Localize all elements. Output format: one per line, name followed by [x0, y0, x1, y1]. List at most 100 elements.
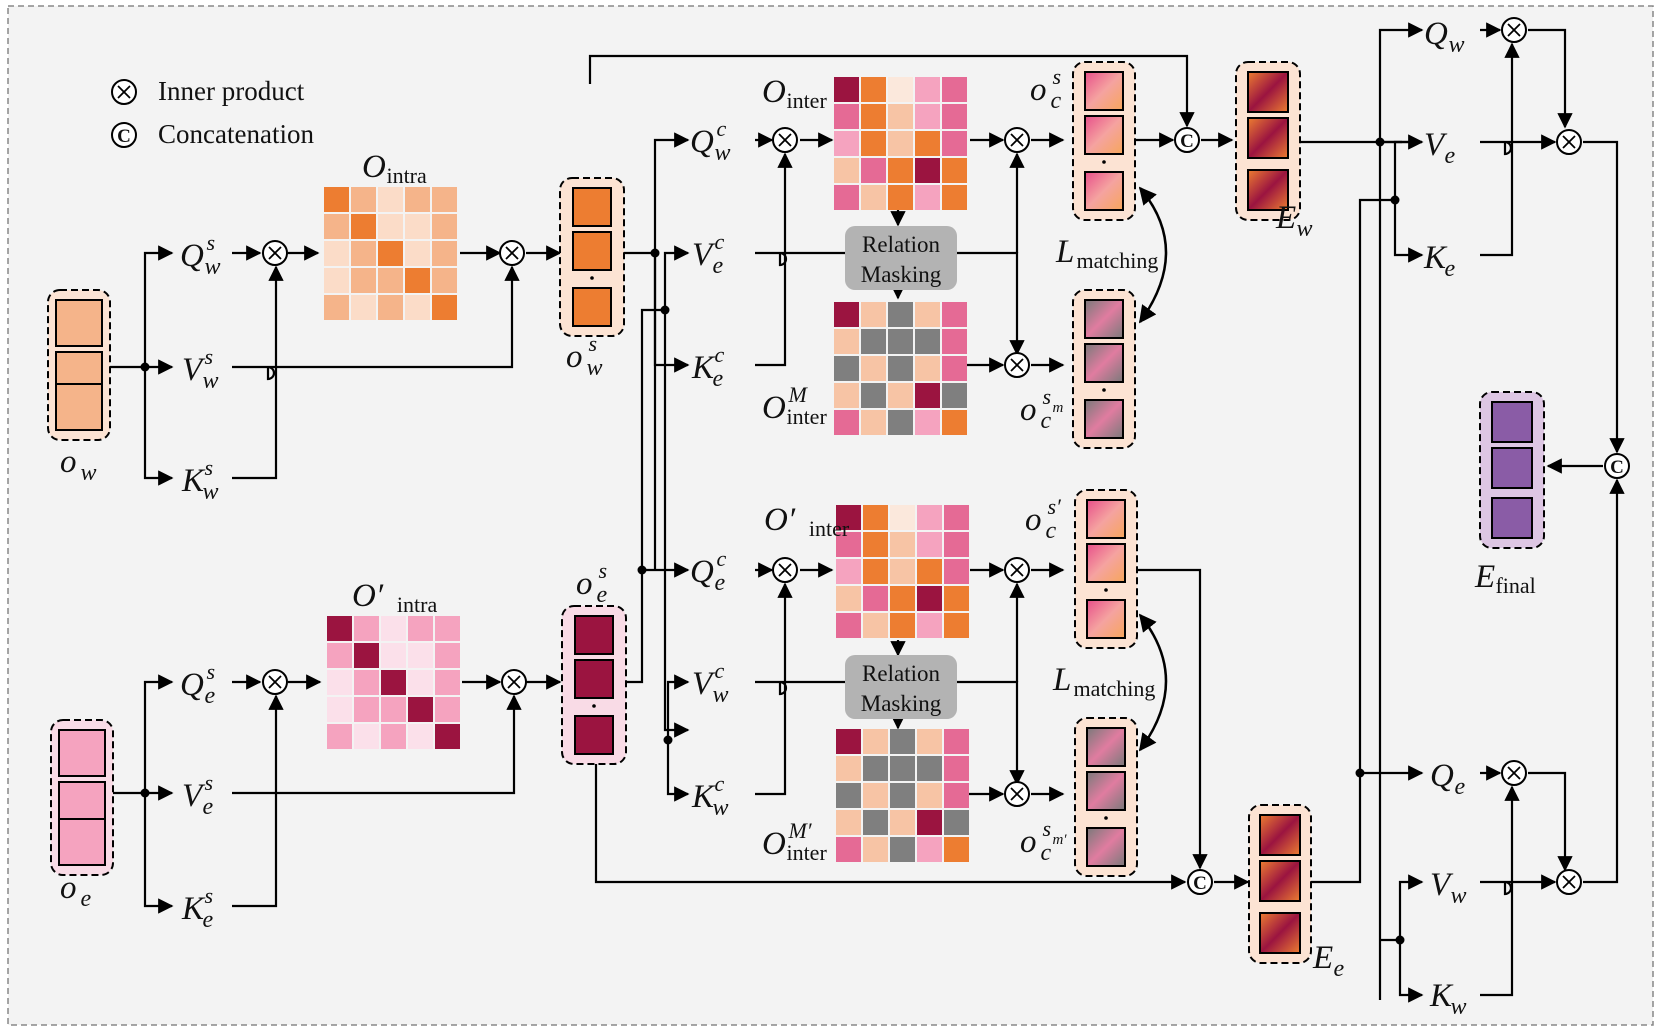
- label-subscript: e: [714, 570, 725, 596]
- inner-product-op-icon: [499, 240, 525, 266]
- op-circle: [1187, 869, 1213, 895]
- matrix-cell: [834, 410, 859, 435]
- connector-line: [594, 760, 1187, 890]
- matrix-cell: [915, 410, 940, 435]
- o-inter-matrix: [834, 77, 967, 210]
- label-main: o: [566, 339, 583, 375]
- op-circle: [1604, 453, 1630, 479]
- matrix-cell: [863, 613, 888, 638]
- cross-line: [1507, 766, 1521, 780]
- matrix-cell: [942, 185, 967, 210]
- matrix-cell: [351, 241, 376, 266]
- connector-line: [232, 265, 520, 381]
- connector-line: [663, 245, 690, 310]
- vector-cell: [1086, 771, 1126, 811]
- matrix-cell: [836, 729, 861, 754]
- matrix-cell: [836, 837, 861, 862]
- matrix-cell: [432, 241, 457, 266]
- label-subscript: w: [586, 355, 602, 381]
- cross-line: [507, 675, 521, 689]
- matrix-cell: [408, 697, 433, 722]
- connector-line: [1480, 874, 1557, 896]
- label-superscript: c: [716, 546, 726, 571]
- matrix-cell: [944, 559, 969, 584]
- label-subscript: w: [204, 254, 220, 280]
- matrix-cell: [405, 187, 430, 212]
- connector-line: [1310, 773, 1362, 884]
- matrix-cell: [917, 559, 942, 584]
- connector-line: [653, 132, 690, 253]
- cross-line: [1562, 135, 1576, 149]
- label-subscript: e: [712, 253, 723, 279]
- ellipsis-dot: [1102, 388, 1106, 392]
- matrix-cell: [351, 268, 376, 293]
- matrix-cell: [944, 837, 969, 862]
- label-k-e-s: Kes: [181, 883, 213, 933]
- label-superscript: s: [204, 344, 213, 369]
- matrix-cell: [381, 616, 406, 641]
- matrix-cell: [836, 783, 861, 808]
- matrix-cell: [861, 104, 886, 129]
- label-main: K: [691, 779, 716, 815]
- matrix-cell: [351, 187, 376, 212]
- relation-masking-line2: Masking: [861, 691, 942, 716]
- matrix-cell: [378, 214, 403, 239]
- matrix-cell: [408, 616, 433, 641]
- matching-arrow: [1138, 186, 1168, 324]
- cross-line: [778, 563, 792, 577]
- concat-symbol: C: [1180, 131, 1194, 152]
- relation-masking-line1: Relation: [862, 232, 940, 257]
- cross-line: [1507, 23, 1521, 37]
- cross-line: [1010, 133, 1024, 147]
- cross-line: [268, 246, 282, 260]
- label-main: V: [182, 778, 206, 814]
- inner-product-op-icon: [1004, 127, 1030, 153]
- matrix-cell: [888, 410, 913, 435]
- vector-cell: [1491, 447, 1533, 489]
- matrix-cell: [834, 329, 859, 354]
- connector-line: [232, 694, 284, 908]
- ellipsis-dot: [1102, 160, 1106, 164]
- matrix-cell: [834, 158, 859, 183]
- matrix-cell: [944, 783, 969, 808]
- connector-line: [143, 674, 174, 793]
- vector-cell: [1247, 71, 1289, 113]
- matrix-cell: [378, 187, 403, 212]
- matrix-cell: [863, 837, 888, 862]
- label-main: E: [1312, 940, 1333, 976]
- label-main: O: [762, 74, 786, 110]
- connector-line: [640, 308, 665, 570]
- legend-concatenation: Concatenation: [158, 119, 314, 149]
- label-superscript-sub: m′: [1052, 832, 1067, 848]
- vector-cell: [58, 818, 106, 866]
- cross-line: [1010, 358, 1024, 372]
- label-superscript: s′: [1047, 494, 1062, 519]
- label-subscript: e: [1454, 774, 1465, 800]
- inner-product-op-icon: [1501, 760, 1527, 786]
- label-main: o: [60, 870, 77, 906]
- matrix-cell: [917, 756, 942, 781]
- label-superscript: s: [206, 659, 215, 684]
- matrix-cell: [381, 697, 406, 722]
- junction-dot: [1395, 935, 1405, 945]
- e-final-vector: [1479, 391, 1545, 549]
- vector-cell: [1259, 814, 1301, 856]
- matrix-cell: [944, 729, 969, 754]
- label-subscript: matching: [1076, 248, 1158, 273]
- matrix-cell: [324, 268, 349, 293]
- cross-line: [1562, 875, 1576, 889]
- junction-dot: [663, 735, 673, 745]
- connector-line: [666, 674, 690, 740]
- label-superscript: M′: [787, 818, 812, 843]
- matrix-cell: [834, 302, 859, 327]
